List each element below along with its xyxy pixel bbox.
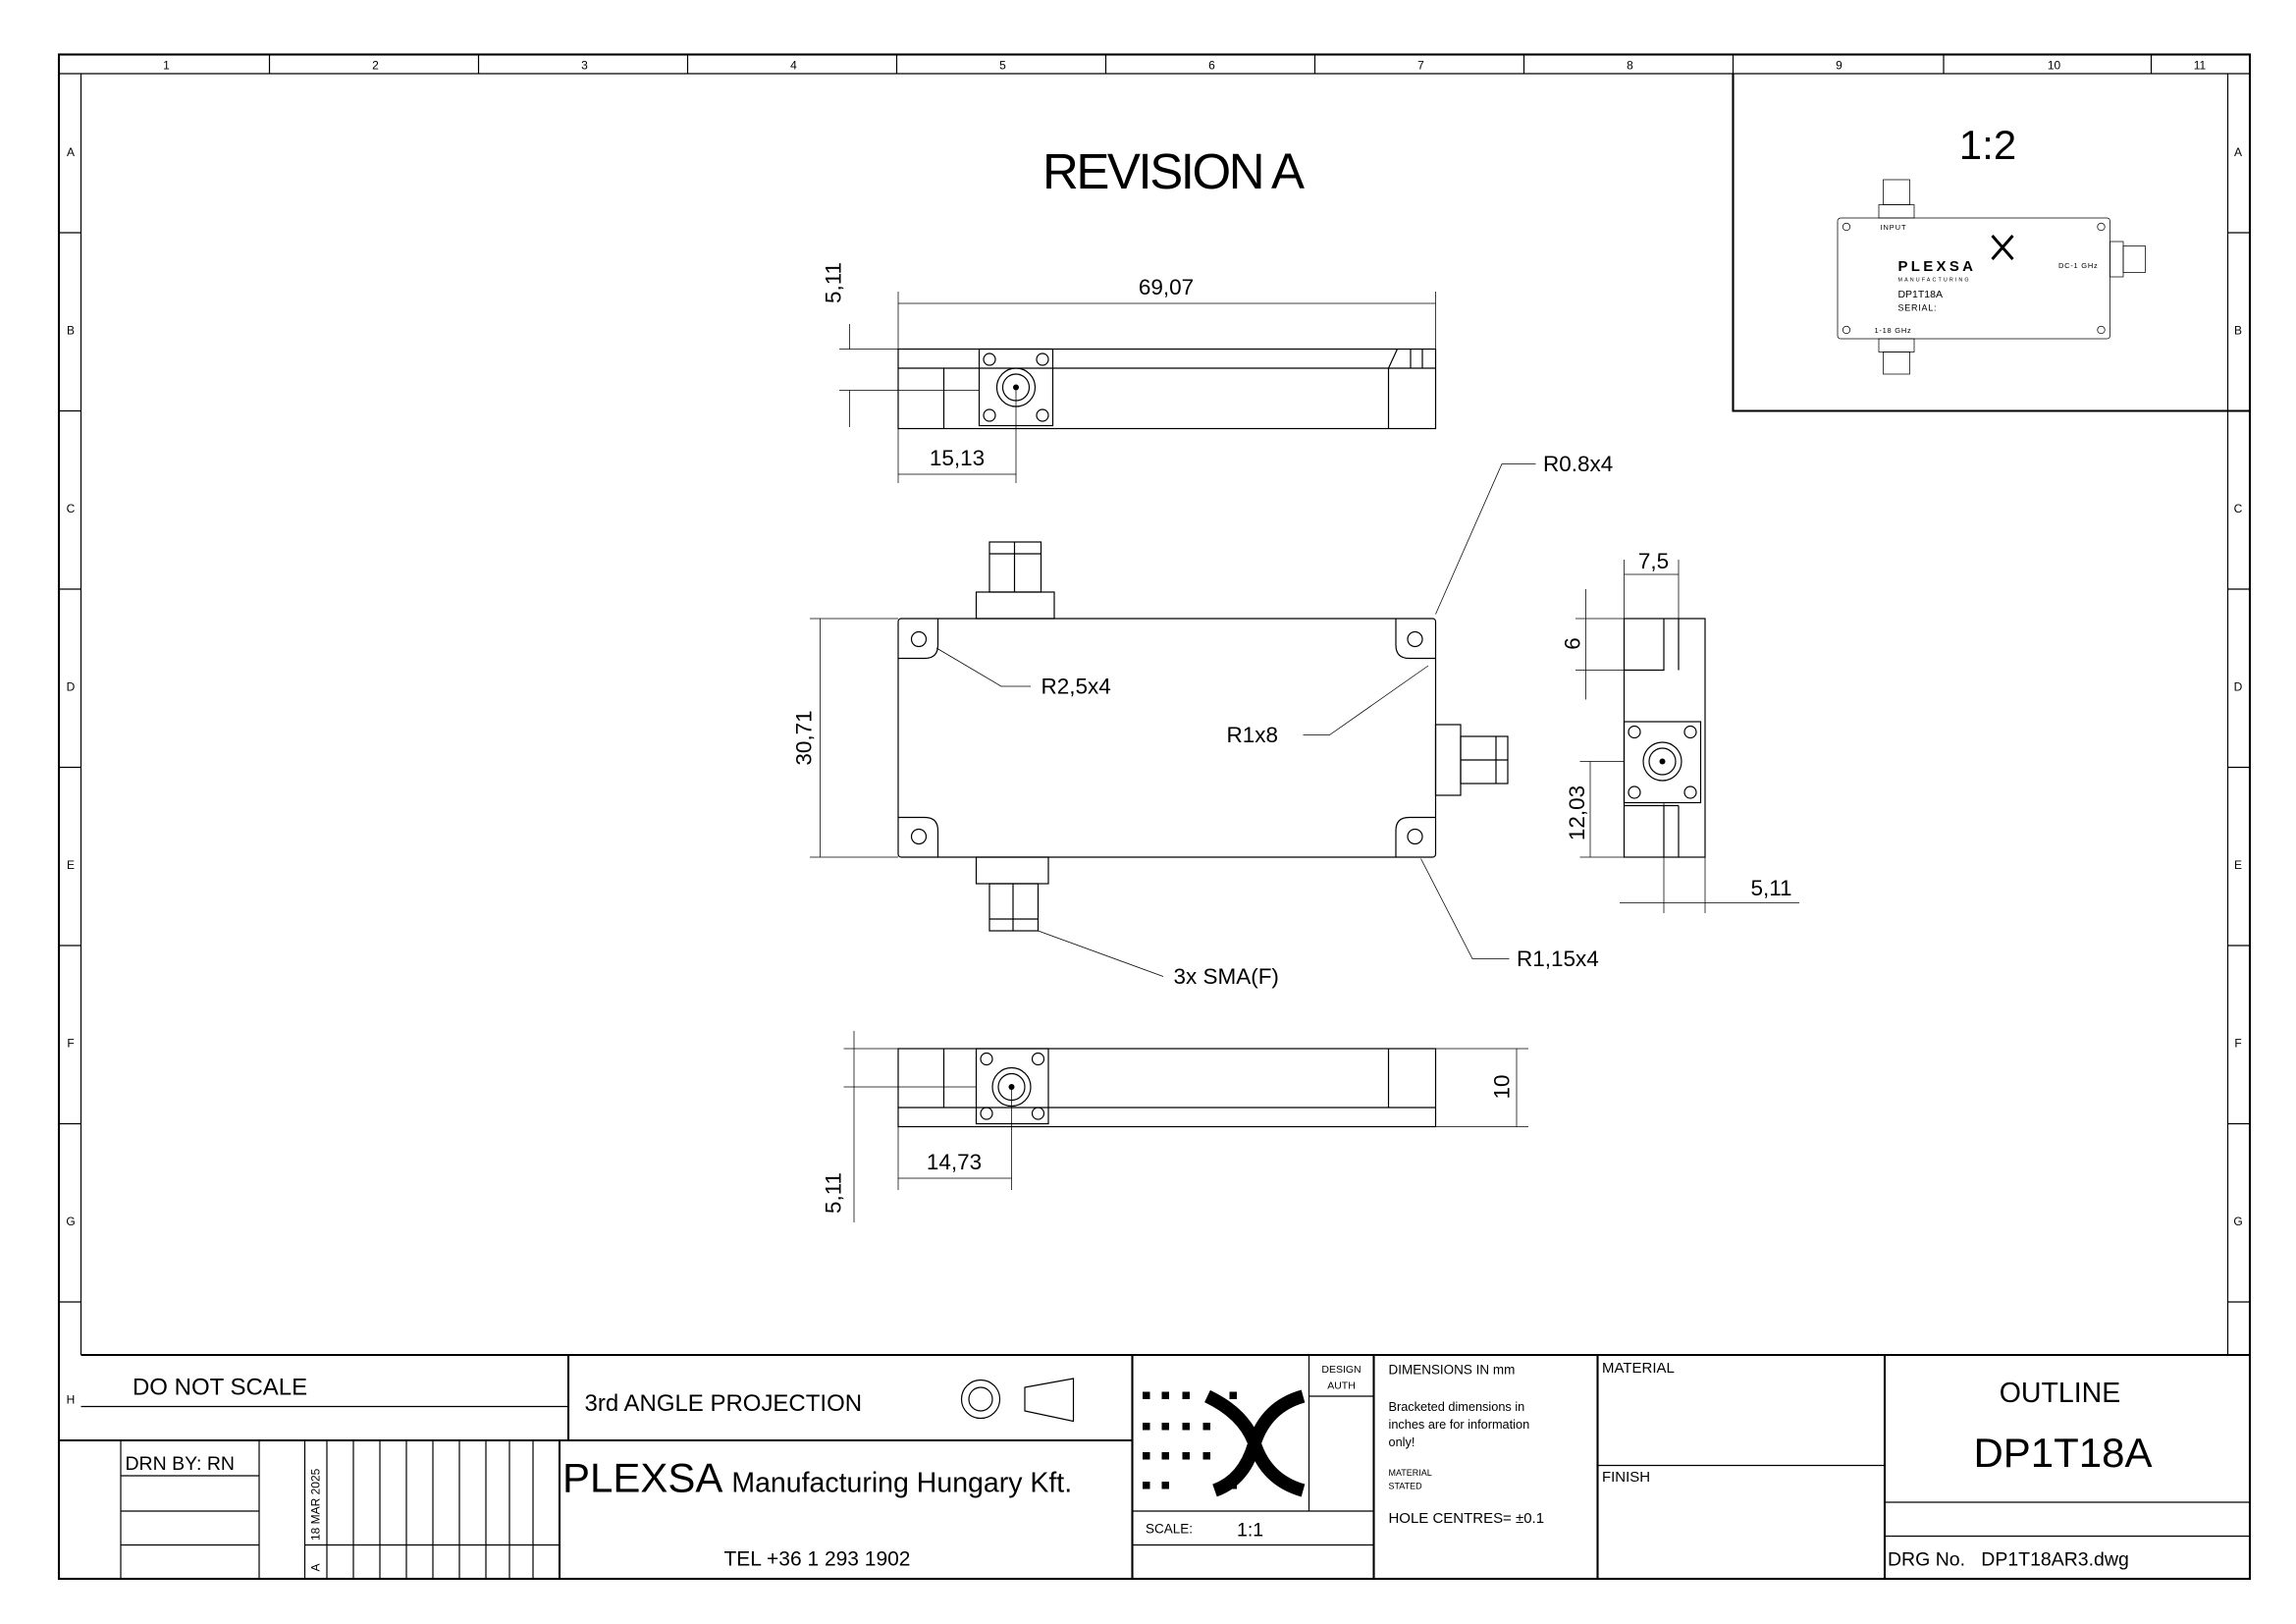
row-label: C (2234, 502, 2243, 515)
dimension-bottom-connector-offset: 14,73 (927, 1150, 982, 1174)
row-label: C (67, 502, 76, 515)
row-label: F (67, 1036, 74, 1050)
column-label: 7 (1417, 58, 1424, 72)
row-label: E (2234, 858, 2242, 872)
dimension-top-connector-offset: 15,13 (930, 446, 985, 470)
callout-connectors: 3x SMA(F) (1174, 964, 1279, 989)
material-stated: MATERIAL (1389, 1468, 1432, 1478)
dimension-side-connector-offset: 5,11 (1750, 876, 1791, 900)
revision-letter: A (309, 1563, 323, 1571)
column-label: 3 (581, 58, 588, 72)
thumbnail-serial: SERIAL: (1898, 302, 1938, 312)
column-label: 4 (790, 58, 797, 72)
thumbnail-port-low: DC-1 GHz (2058, 261, 2099, 270)
dimension-bottom-height: 10 (1490, 1074, 1515, 1099)
scale-value: 1:1 (1237, 1519, 1263, 1541)
title-block: DO NOT SCALE 3rd ANGLE PROJECTION DRN BY… (59, 1353, 2250, 1579)
callout-r25: R2,5x4 (1041, 674, 1111, 698)
dimension-top-height: 5,11 (822, 262, 846, 303)
dimension-side-step: 6 (1561, 637, 1585, 650)
row-label: A (2234, 145, 2242, 159)
dimension-side-connector-height: 12,03 (1565, 785, 1589, 840)
scale-label: SCALE: (1146, 1521, 1193, 1536)
column-label: 2 (372, 58, 379, 72)
bracket-note: Bracketed dimensions in (1389, 1399, 1525, 1414)
column-label: 9 (1836, 58, 1842, 72)
row-label: B (67, 323, 75, 337)
thumbnail-logo-icon (1991, 235, 2014, 260)
row-label: G (66, 1215, 75, 1228)
row-label: E (67, 858, 75, 872)
dimension-top-length: 69,07 (1139, 275, 1194, 299)
design-auth-label: AUTH (1327, 1380, 1356, 1391)
thumbnail-port-high: 1-18 GHz (1875, 326, 1912, 335)
thumbnail-scale: 1:2 (1959, 122, 2016, 168)
drawn-by: DRN BY: RN (126, 1453, 236, 1475)
callout-r1: R1x8 (1227, 723, 1279, 747)
bottom-view: 10 14,73 5,11 (822, 1030, 1529, 1222)
drawing-number: DRG No. DP1T18AR3.dwg (1888, 1548, 2129, 1570)
row-label: D (67, 679, 76, 693)
row-label: H (67, 1392, 76, 1406)
column-label: 8 (1627, 58, 1633, 72)
dimension-side-width: 7,5 (1638, 549, 1669, 573)
plexsa-logo-icon (1143, 1389, 1306, 1497)
row-label: B (2234, 323, 2242, 337)
column-label: 5 (999, 58, 1006, 72)
material-label: MATERIAL (1602, 1360, 1675, 1377)
thumbnail-model: DP1T18A (1898, 290, 1943, 300)
revision-title: REVISION A (1042, 143, 1305, 199)
bracket-note: inches are for information (1389, 1417, 1530, 1432)
hole-centres-tolerance: HOLE CENTRES= ±0.1 (1389, 1510, 1545, 1527)
part-number: DP1T18A (1973, 1430, 2152, 1476)
thumbnail-brand-sub: MANUFACTURING (1898, 277, 1971, 283)
third-angle-projection-icon (960, 1378, 1075, 1423)
column-label: 1 (163, 58, 170, 72)
document-type: OUTLINE (2000, 1378, 2120, 1409)
row-label: D (2234, 679, 2243, 693)
row-label: F (2234, 1036, 2241, 1050)
thumbnail-brand: PLEXSA (1898, 258, 1977, 275)
row-label: G (2233, 1215, 2242, 1228)
thumbnail-view: 1:2 INPUT PLEXSA MANUFACTURING DP1T18A S… (1732, 73, 2250, 412)
do-not-scale-note: DO NOT SCALE (133, 1374, 307, 1400)
bracket-note: only! (1389, 1435, 1415, 1449)
column-label: 10 (2048, 58, 2061, 72)
front-view: 30,71 R0.8x4 R2,5x4 R1x8 R1,15x4 3x SMA(… (792, 452, 1614, 989)
company-phone: TEL +36 1 293 1902 (724, 1547, 911, 1570)
dimensions-note: DIMENSIONS IN mm (1389, 1362, 1516, 1377)
callout-r115: R1,15x4 (1517, 947, 1599, 971)
finish-label: FINISH (1602, 1469, 1650, 1486)
row-label: A (67, 145, 75, 159)
thumbnail-input-label: INPUT (1881, 223, 1907, 232)
column-label: 6 (1208, 58, 1215, 72)
callout-r08: R0.8x4 (1543, 452, 1613, 476)
design-auth-label: DESIGN (1321, 1365, 1361, 1376)
revision-date: 18 MAR 2025 (309, 1468, 323, 1541)
sheet-frame: 1 2 3 4 5 6 7 8 9 10 11 A B C D E F G H … (57, 53, 2252, 1581)
dimension-bottom-connector-height: 5,11 (822, 1172, 846, 1214)
side-view: 7,5 6 12,03 5,11 (1561, 549, 1800, 913)
material-stated: STATED (1389, 1481, 1423, 1490)
dimension-front-height: 30,71 (792, 710, 817, 765)
column-label: 11 (2194, 58, 2207, 72)
projection-label: 3rd ANGLE PROJECTION (585, 1390, 863, 1417)
top-view: 69,07 5,11 15,13 (822, 262, 1437, 483)
